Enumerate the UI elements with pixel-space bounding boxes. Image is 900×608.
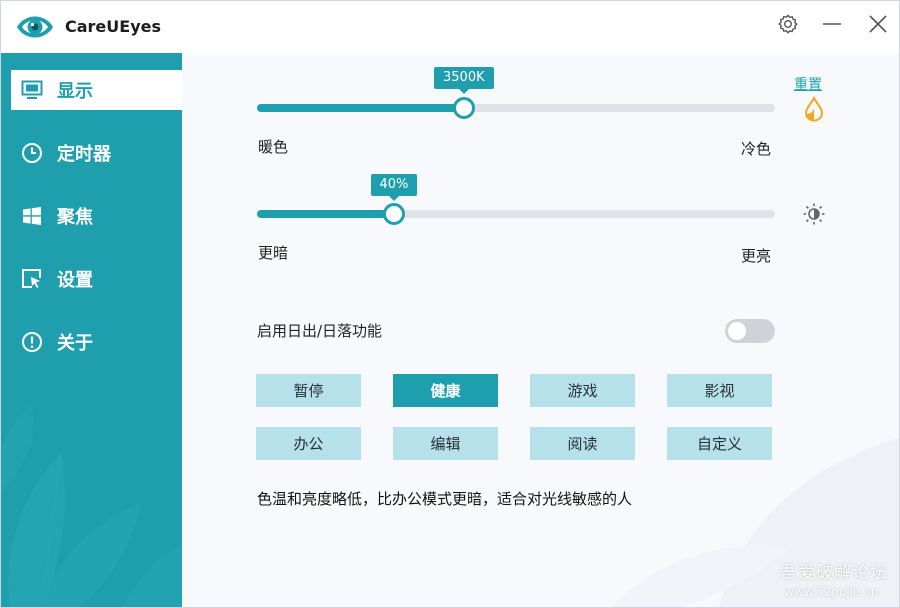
title-bar: CareUEyes	[1, 1, 899, 53]
info-icon	[21, 331, 43, 353]
sidebar-item-label: 显示	[57, 81, 93, 102]
minimize-button[interactable]	[819, 11, 845, 37]
gear-icon	[778, 14, 798, 34]
sidebar-item-label: 设置	[57, 270, 93, 291]
monitor-icon	[21, 79, 43, 101]
brightness-fill	[257, 210, 394, 218]
reset-link[interactable]: 重置	[794, 77, 822, 93]
mode-button-editing[interactable]: 编辑	[393, 427, 498, 460]
cool-label: 冷色	[741, 140, 772, 158]
brightness-slider[interactable]	[257, 203, 775, 225]
mode-button-pause[interactable]: 暂停	[256, 374, 361, 407]
sidebar: 显示 定时器 聚焦	[1, 53, 182, 607]
cursor-window-icon	[21, 268, 43, 290]
sidebar-item-settings[interactable]: 设置	[1, 259, 182, 299]
mode-button-custom[interactable]: 自定义	[667, 427, 772, 460]
watermark-url: www.52pojie.cn	[784, 585, 879, 599]
clock-icon	[21, 142, 43, 164]
color-temp-fill	[257, 104, 464, 112]
sidebar-item-label: 聚焦	[57, 207, 93, 228]
sunrise-sunset-label: 启用日出/日落功能	[257, 322, 383, 340]
mode-button-health[interactable]: 健康	[393, 374, 498, 407]
sidebar-item-display[interactable]: 显示	[11, 70, 182, 110]
eye-logo-icon	[17, 16, 53, 38]
sidebar-item-label: 关于	[57, 333, 93, 354]
sidebar-item-about[interactable]: 关于	[1, 322, 182, 362]
close-button[interactable]	[865, 11, 891, 37]
darker-label: 更暗	[258, 244, 289, 262]
brighter-label: 更亮	[741, 247, 772, 265]
color-temp-value: 3500K	[434, 67, 494, 94]
brightness-value: 40%	[370, 174, 418, 201]
droplet-icon[interactable]	[802, 96, 826, 122]
background-decoration	[610, 438, 899, 607]
brightness-thumb[interactable]	[383, 203, 405, 225]
settings-button[interactable]	[775, 11, 801, 37]
minimize-icon	[823, 23, 841, 25]
leaf-decoration	[1, 403, 182, 607]
mode-button-game[interactable]: 游戏	[530, 374, 635, 407]
mode-description: 色温和亮度略低，比办公模式更暗，适合对光线敏感的人	[257, 490, 633, 508]
app-title: CareUEyes	[65, 17, 162, 36]
mode-button-reading[interactable]: 阅读	[530, 427, 635, 460]
close-icon	[869, 15, 887, 33]
display-panel: 3500K 暖色 冷色 重置 40% 更暗 更亮 启用日出/日落功能	[182, 53, 899, 607]
color-temp-thumb[interactable]	[453, 97, 475, 119]
mode-button-office[interactable]: 办公	[256, 427, 361, 460]
brightness-icon[interactable]	[802, 202, 826, 226]
sidebar-item-timer[interactable]: 定时器	[1, 133, 182, 173]
sidebar-item-label: 定时器	[57, 144, 111, 165]
windows-icon	[21, 205, 43, 227]
warm-label: 暖色	[258, 138, 289, 156]
color-temp-slider[interactable]	[257, 97, 775, 119]
sidebar-item-focus[interactable]: 聚焦	[1, 196, 182, 236]
sunrise-sunset-toggle[interactable]	[725, 319, 775, 343]
watermark-title: 吾爱破解论坛	[780, 563, 888, 583]
toggle-knob	[728, 322, 746, 340]
mode-button-movie[interactable]: 影视	[667, 374, 772, 407]
